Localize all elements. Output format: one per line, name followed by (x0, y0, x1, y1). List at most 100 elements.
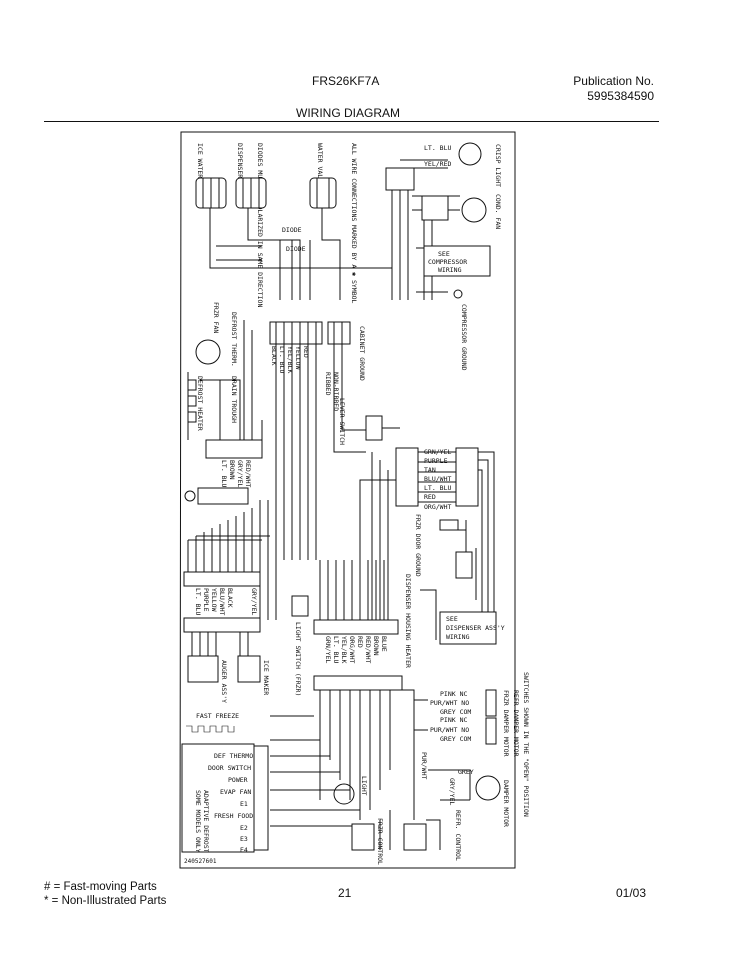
svg-text:GRY/YEL: GRY/YEL (236, 460, 244, 487)
svg-text:RED: RED (356, 636, 364, 648)
switches-note: SWITCHES SHOWN IN THE "OPEN" POSITION (522, 672, 530, 817)
valve-coils (195, 177, 337, 209)
grey-label: GREY (458, 768, 474, 776)
legend-non-illustrated: * = Non-Illustrated Parts (44, 895, 167, 907)
light-switch-box (291, 595, 309, 617)
ribbed-labels: RIBBED NON-RIBBED (324, 372, 340, 411)
light-switch-label: LIGHT SWITCH (FRZR) (294, 622, 302, 696)
note-diodes: DIODES MUST BE POLARIZED IN SAME DIRECTI… (256, 143, 264, 307)
svg-text:FRESH FOOD: FRESH FOOD (214, 812, 253, 820)
svg-text:BLU/WHT: BLU/WHT (424, 475, 451, 483)
note-ice-water-valve: ICE WATER VALVE (196, 143, 204, 202)
svg-text:PURPLE: PURPLE (202, 588, 210, 612)
svg-text:PINK NC: PINK NC (440, 716, 467, 724)
svg-text:LT. BLU: LT. BLU (332, 636, 340, 663)
diode-label-2: DIODE (286, 245, 306, 253)
svg-text:BLACK: BLACK (226, 588, 234, 608)
svg-text:YELLOW: YELLOW (294, 346, 302, 370)
note-wire-connections: ALL WIRE CONNECTIONS MARKED BY A ✱ SYMBO… (350, 143, 358, 304)
svg-text:GRN/YEL: GRN/YEL (324, 636, 332, 663)
svg-text:LT. BLU: LT. BLU (424, 484, 451, 492)
right-wires (359, 451, 495, 640)
svg-text:SOME MODELS ONLY: SOME MODELS ONLY (194, 790, 202, 853)
see-dispenser-box (439, 611, 497, 645)
auger-box (187, 655, 219, 683)
fan-connector (421, 195, 449, 221)
svg-text:RED: RED (302, 346, 310, 358)
svg-text:BLACK: BLACK (270, 346, 278, 366)
svg-text:DEF THERMO: DEF THERMO (214, 752, 253, 760)
part-number: 240527601 (184, 858, 217, 865)
defrost-heater-label: DEFROST HEATER (196, 376, 204, 431)
svg-text:RED/WHT: RED/WHT (244, 460, 252, 487)
wire-yel-red: YEL/RED (424, 160, 451, 168)
damper-motor-label: DAMPER MOTOR (502, 780, 510, 827)
svg-text:BLU/WHT: BLU/WHT (218, 588, 226, 615)
light-label: LIGHT (360, 776, 368, 796)
svg-text:YEL/BLK: YEL/BLK (340, 636, 348, 663)
left-connector-block-2 (197, 487, 249, 505)
legend-fast-moving: # = Fast-moving Parts (44, 881, 157, 893)
publication-info: Publication No. 5995384590 (573, 74, 654, 104)
lower-left-colors: LT. BLU PURPLE YELLOW BLU/WHT BLACK GRY/… (194, 588, 258, 615)
svg-text:PUR/WHT NO: PUR/WHT NO (430, 726, 469, 734)
lower-mid-connector (313, 619, 399, 635)
main-connector-2 (327, 321, 351, 345)
ice-maker-box (237, 655, 261, 683)
fast-freeze-label: FAST FREEZE (196, 712, 239, 720)
cond-fan-icon (461, 197, 487, 223)
top-notes: ICE WATER VALVE DISPENSER VALVE DIODES M… (196, 143, 358, 307)
control-input-labels: DEF THERMO DOOR SWITCH POWER EVAP FAN E1… (208, 752, 253, 854)
svg-text:LT. BLU: LT. BLU (278, 346, 286, 373)
crisp-light-label: CRISP LIGHT (494, 144, 502, 187)
svg-text:E4: E4 (240, 846, 248, 854)
svg-text:BLUE: BLUE (380, 636, 388, 652)
header-rule (44, 121, 659, 122)
svg-text:EVAP FAN: EVAP FAN (220, 788, 251, 796)
svg-text:YELLOW: YELLOW (210, 588, 218, 612)
lower-left-connector-b (183, 617, 261, 633)
main-connector-1 (269, 321, 323, 345)
svg-text:ADAPTIVE DEFROST: ADAPTIVE DEFROST (202, 790, 210, 853)
svg-text:LT. BLU: LT. BLU (220, 460, 228, 487)
page-title: WIRING DIAGRAM (296, 106, 400, 120)
svg-text:COMPRESSOR: COMPRESSOR (428, 258, 467, 266)
see-compressor-text: SEE COMPRESSOR WIRING (428, 250, 467, 274)
page-number: 21 (338, 886, 352, 900)
parts-legend: # = Fast-moving Parts * = Non-Illustrate… (44, 880, 166, 908)
svg-text:E1: E1 (240, 800, 248, 808)
model-number: FRS26KF7A (312, 74, 380, 88)
svg-text:SEE: SEE (446, 615, 458, 623)
svg-text:GREY COM: GREY COM (440, 735, 471, 743)
lower-mid-colors: GRN/YEL LT. BLU YEL/BLK ORG/WHT RED RED/… (324, 636, 388, 663)
svg-text:BROWN: BROWN (228, 460, 236, 480)
crisp-light-icon (458, 142, 482, 166)
svg-text:E2: E2 (240, 824, 248, 832)
adaptive-defrost-label: ADAPTIVE DEFROST SOME MODELS ONLY (194, 790, 210, 853)
auger-label: AUGER ASS'Y (220, 660, 228, 703)
compressor-ground-label: COMPRESSOR GROUND (460, 304, 468, 371)
note-water-valve: WATER VALVE (316, 143, 324, 186)
compressor-ground-icon (453, 289, 463, 299)
bottom-wires (270, 689, 471, 827)
drain-trough-label: DRAIN TROUGH (230, 376, 238, 423)
frzr-door-ground-label: FRZR DOOR GROUND (414, 514, 422, 577)
frzr-control-box (351, 823, 375, 851)
svg-text:PURPLE: PURPLE (424, 457, 448, 465)
svg-text:TAN: TAN (424, 466, 436, 474)
left-block-colors: LT. BLU BROWN GRY/YEL RED/WHT (220, 460, 252, 487)
svg-text:NON-RIBBED: NON-RIBBED (332, 372, 340, 411)
lower-left-connector-a (183, 571, 261, 587)
crisp-connector (385, 167, 415, 191)
control-terminals (253, 745, 269, 851)
diode-label-1: DIODE (282, 226, 302, 234)
right-connector-b (455, 447, 479, 507)
mid-wire-colors: BLACK LT. BLU YEL/BLK YELLOW RED (270, 346, 310, 373)
left-connector-block (205, 439, 263, 459)
frzr-damper-switch (485, 689, 497, 717)
svg-text:RED: RED (424, 493, 436, 501)
frzr-damper-colors: PINK NC PUR/WHT NO GREY COM (430, 690, 471, 716)
dispenser-housing-heater-label: DISPENSER HOUSING HEATER (404, 574, 412, 668)
svg-text:RED/WHT: RED/WHT (364, 636, 372, 663)
defrost-therm-label: DEFROST THERM. (230, 312, 238, 367)
